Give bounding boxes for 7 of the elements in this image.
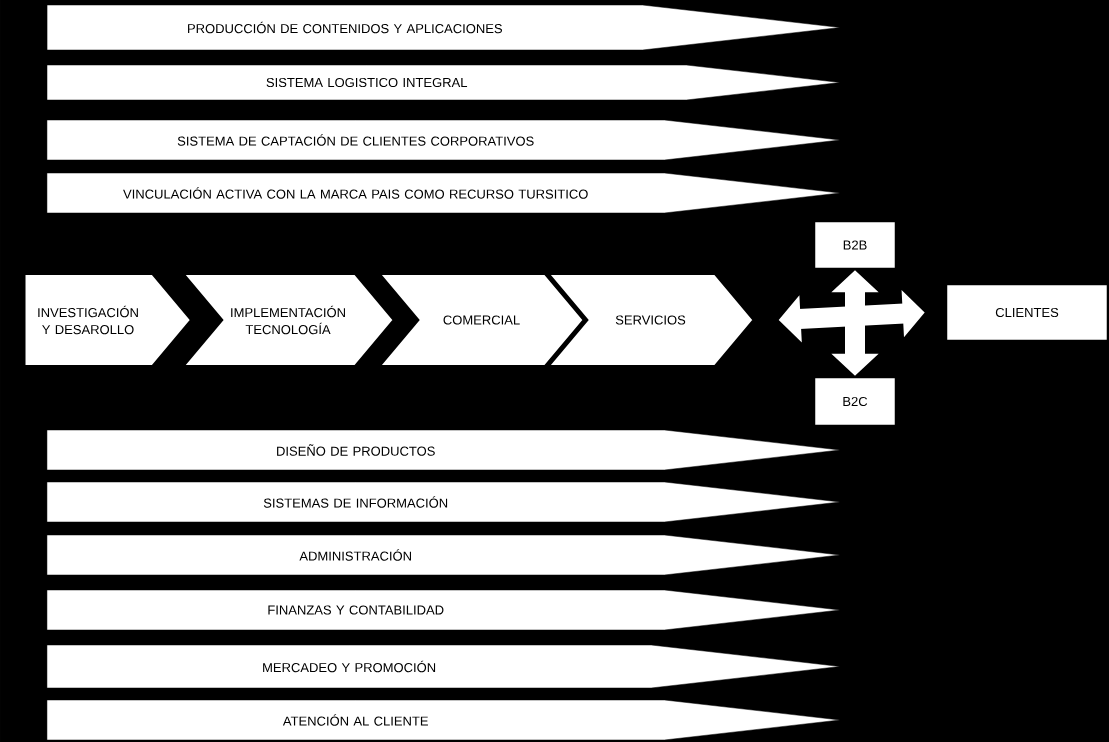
pointed-band: SISTEMA LOGISTICO INTEGRAL <box>46 64 841 101</box>
pointed-band: PRODUCCIÓN DE CONTENIDOS Y APLICACIONES <box>46 4 841 51</box>
pointed-band: MERCADEO Y PROMOCIÓN <box>46 644 841 689</box>
pointed-band: ATENCIÓN AL CLIENTE <box>46 699 841 741</box>
label-box: B2B <box>814 221 896 269</box>
label-box: B2C <box>814 377 896 426</box>
label-box: CLIENTES <box>946 284 1108 341</box>
